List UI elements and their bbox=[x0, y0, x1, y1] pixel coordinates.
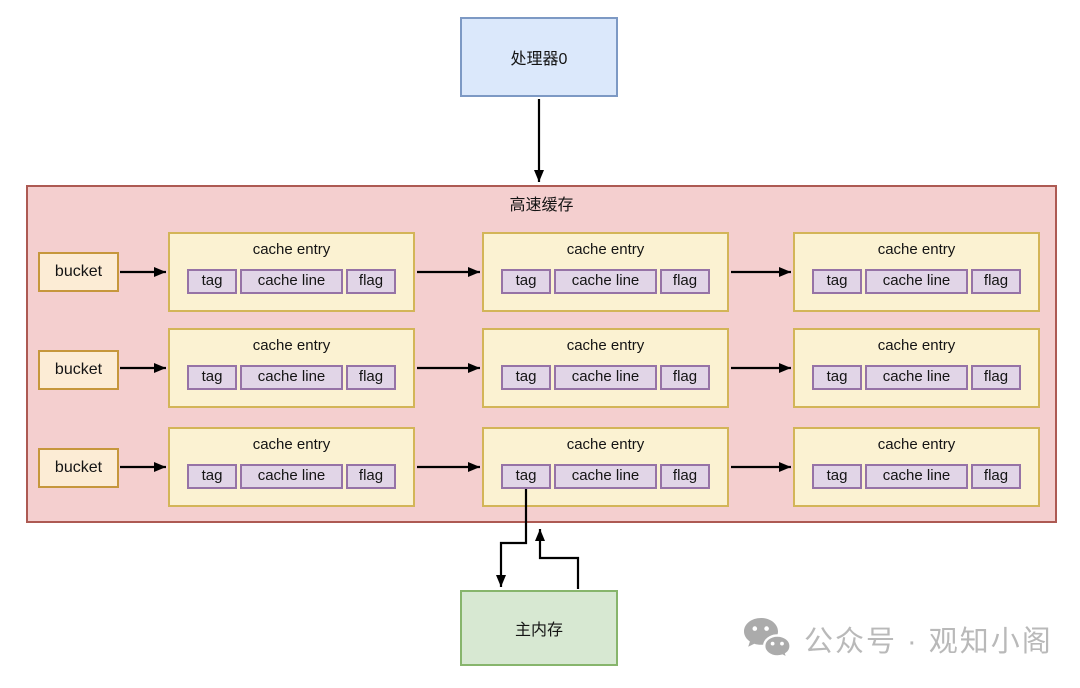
flag-cell: flag bbox=[660, 269, 710, 294]
cache-entry-box: cache entry tag cache line flag bbox=[793, 427, 1040, 507]
cache-line-cell: cache line bbox=[865, 365, 968, 390]
flag-cell: flag bbox=[971, 464, 1021, 489]
cache-entry-box: cache entry tag cache line flag bbox=[168, 427, 415, 507]
processor-label: 处理器0 bbox=[510, 51, 568, 68]
cache-entry-box: cache entry tag cache line flag bbox=[482, 427, 729, 507]
cache-entry-cells: tag cache line flag bbox=[795, 365, 1038, 390]
cache-entry-box: cache entry tag cache line flag bbox=[168, 328, 415, 408]
wechat-icon bbox=[744, 618, 792, 661]
processor-box: 处理器0 bbox=[460, 17, 618, 97]
cache-line-cell: cache line bbox=[865, 269, 968, 294]
tag-cell: tag bbox=[812, 269, 862, 294]
cache-entry-cells: tag cache line flag bbox=[795, 464, 1038, 489]
cache-line-cell: cache line bbox=[554, 464, 657, 489]
cache-entry-title: cache entry bbox=[566, 241, 645, 258]
cache-entry-title: cache entry bbox=[252, 241, 331, 258]
cache-line-cell: cache line bbox=[554, 365, 657, 390]
bucket-box: bucket bbox=[38, 350, 119, 390]
flag-cell: flag bbox=[660, 464, 710, 489]
cache-line-cell: cache line bbox=[554, 269, 657, 294]
bucket-box: bucket bbox=[38, 448, 119, 488]
tag-cell: tag bbox=[187, 464, 237, 489]
cache-entry-cells: tag cache line flag bbox=[170, 365, 413, 390]
flag-cell: flag bbox=[660, 365, 710, 390]
cache-entry-box: cache entry tag cache line flag bbox=[793, 232, 1040, 312]
tag-cell: tag bbox=[187, 269, 237, 294]
cache-entry-cells: tag cache line flag bbox=[170, 464, 413, 489]
tag-cell: tag bbox=[812, 365, 862, 390]
cache-entry-title: cache entry bbox=[877, 337, 956, 354]
cache-entry-cells: tag cache line flag bbox=[170, 269, 413, 294]
tag-cell: tag bbox=[501, 464, 551, 489]
cache-line-cell: cache line bbox=[865, 464, 968, 489]
cache-entry-title: cache entry bbox=[566, 337, 645, 354]
watermark: 公众号 · 观知小阁 bbox=[742, 616, 1053, 662]
cache-line-cell: cache line bbox=[240, 464, 343, 489]
cache-entry-title: cache entry bbox=[877, 436, 956, 453]
flag-cell: flag bbox=[346, 365, 396, 390]
cache-line-cell: cache line bbox=[240, 365, 343, 390]
flag-cell: flag bbox=[346, 464, 396, 489]
cache-line-cell: cache line bbox=[240, 269, 343, 294]
cache-entry-box: cache entry tag cache line flag bbox=[482, 328, 729, 408]
cache-entry-title: cache entry bbox=[252, 436, 331, 453]
flag-cell: flag bbox=[346, 269, 396, 294]
tag-cell: tag bbox=[501, 365, 551, 390]
tag-cell: tag bbox=[501, 269, 551, 294]
cache-entry-box: cache entry tag cache line flag bbox=[482, 232, 729, 312]
cache-entry-cells: tag cache line flag bbox=[795, 269, 1038, 294]
tag-cell: tag bbox=[812, 464, 862, 489]
tag-cell: tag bbox=[187, 365, 237, 390]
arrow-memory-to-cache bbox=[535, 529, 580, 589]
cache-entry-cells: tag cache line flag bbox=[484, 464, 727, 489]
cache-entry-cells: tag cache line flag bbox=[484, 365, 727, 390]
main-memory-label: 主内存 bbox=[514, 622, 563, 639]
watermark-text: 公众号 · 观知小阁 bbox=[804, 626, 1053, 658]
cache-entry-title: cache entry bbox=[252, 337, 331, 354]
flag-cell: flag bbox=[971, 269, 1021, 294]
cache-entry-box: cache entry tag cache line flag bbox=[168, 232, 415, 312]
cache-entry-cells: tag cache line flag bbox=[484, 269, 727, 294]
cache-entry-box: cache entry tag cache line flag bbox=[793, 328, 1040, 408]
flag-cell: flag bbox=[971, 365, 1021, 390]
cache-entry-title: cache entry bbox=[877, 241, 956, 258]
cache-entry-title: cache entry bbox=[566, 436, 645, 453]
bucket-box: bucket bbox=[38, 252, 119, 292]
cache-title: 高速缓存 bbox=[509, 197, 574, 214]
main-memory-box: 主内存 bbox=[460, 590, 618, 666]
